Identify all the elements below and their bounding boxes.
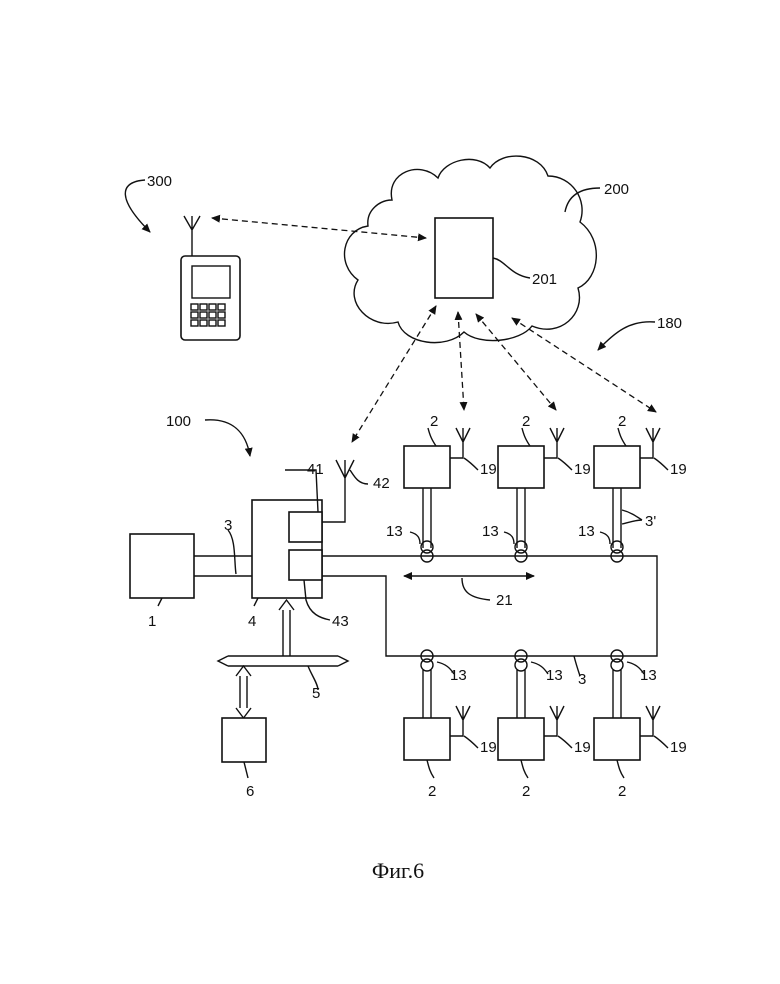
server-201	[435, 218, 493, 298]
device-2-bottom-a	[404, 650, 478, 778]
label-1: 1	[148, 613, 156, 630]
label-21: 21	[496, 592, 513, 609]
leader-201	[493, 258, 530, 278]
label-42: 42	[373, 475, 390, 492]
label-41: 41	[307, 461, 324, 478]
label-19-bottom-c: 19	[670, 739, 687, 756]
bus-5	[218, 656, 348, 666]
leader-3-left	[228, 530, 236, 574]
label-19-top-a: 19	[480, 461, 497, 478]
label-3-left: 3	[224, 517, 232, 534]
module-43	[289, 550, 322, 580]
mobile-terminal-300	[181, 216, 240, 340]
device-2-top-c	[594, 428, 668, 562]
label-2-bottom-a: 2	[428, 783, 436, 800]
unit-6	[222, 718, 266, 762]
label-43: 43	[332, 613, 349, 630]
label-13-bottom-a: 13	[450, 667, 467, 684]
link-201-19c	[512, 318, 656, 412]
label-300: 300	[147, 173, 172, 190]
label-200: 200	[604, 181, 629, 198]
device-2-top-b	[498, 428, 572, 562]
label-4: 4	[248, 613, 256, 630]
device-2-bottom-c	[594, 650, 668, 778]
label-13-bottom-b: 13	[546, 667, 563, 684]
figure-caption: Фиг.6	[372, 858, 424, 883]
label-19-top-c: 19	[670, 461, 687, 478]
label-19-bottom-a: 19	[480, 739, 497, 756]
label-13-top-b: 13	[482, 523, 499, 540]
label-2-bottom-b: 2	[522, 783, 530, 800]
label-13-bottom-c: 13	[640, 667, 657, 684]
label-100: 100	[166, 413, 191, 430]
label-3-bottom: 3	[578, 671, 586, 688]
module-41	[289, 512, 322, 542]
label-19-bottom-b: 19	[574, 739, 591, 756]
label-13-top-c: 13	[578, 523, 595, 540]
label-5: 5	[312, 685, 320, 702]
label-13-top-a: 13	[386, 523, 403, 540]
label-3-prime: 3'	[645, 513, 656, 530]
link-201-19a	[458, 312, 464, 410]
label-2-top-c: 2	[618, 413, 626, 430]
label-201: 201	[532, 271, 557, 288]
label-2-bottom-c: 2	[618, 783, 626, 800]
leader-180	[598, 322, 655, 350]
device-2-top-a	[404, 428, 478, 562]
leader-100	[205, 420, 250, 456]
label-19-top-b: 19	[574, 461, 591, 478]
link-300-201	[212, 218, 426, 238]
label-2-top-b: 2	[522, 413, 530, 430]
label-2-top-a: 2	[430, 413, 438, 430]
label-6: 6	[246, 783, 254, 800]
link-201-42	[352, 306, 436, 442]
line-3-loop	[322, 556, 657, 656]
unit-1	[130, 534, 194, 598]
label-180: 180	[657, 315, 682, 332]
